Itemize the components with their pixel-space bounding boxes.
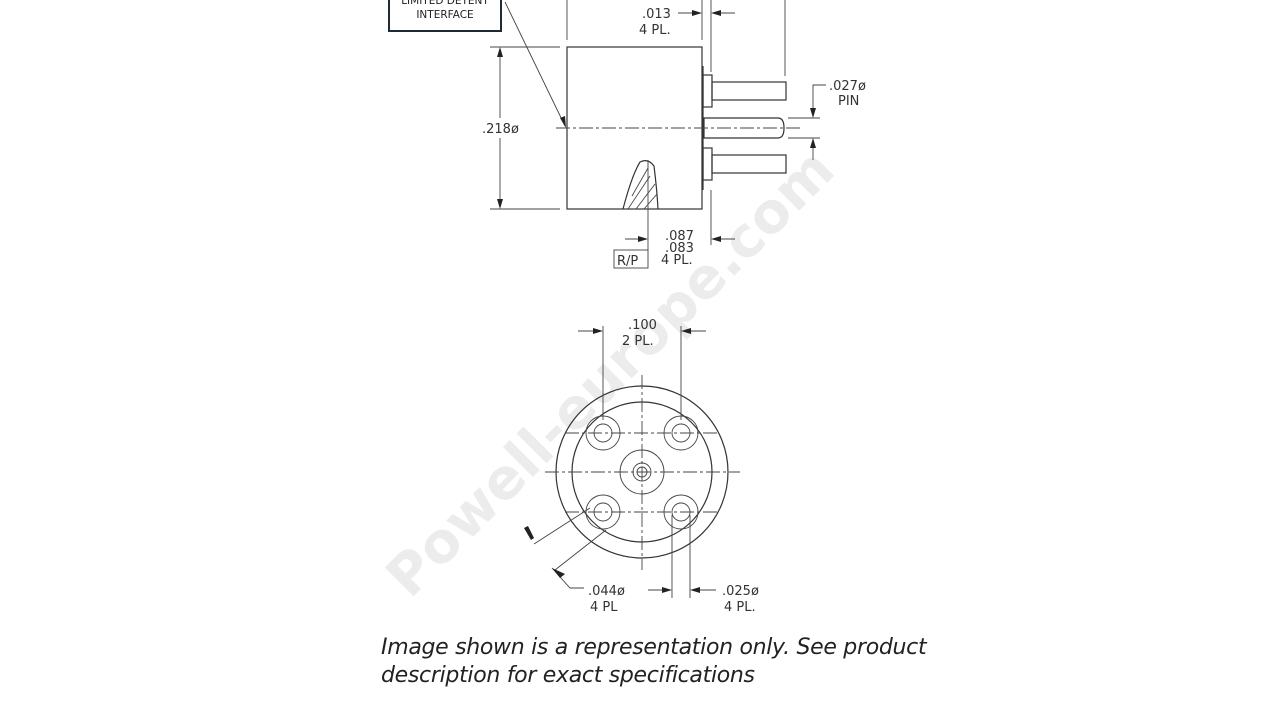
callout-line-1: LIMITED DETENT <box>401 0 489 7</box>
dim-013: .013 <box>642 7 671 22</box>
dim-083: .083 <box>665 241 694 256</box>
dim-087: .087 <box>665 229 694 244</box>
dim-025-places: 4 PL. <box>724 600 756 615</box>
dim-027-label: PIN <box>838 94 859 109</box>
dim-044-places: 4 PL <box>590 600 618 615</box>
rp-box: R/P <box>617 254 638 269</box>
side-view: .218ø .013 4 PL. .027ø PIN .087 .083 <box>482 0 866 269</box>
dim-087-places: 4 PL. <box>661 253 693 268</box>
dim-013-places: 4 PL. <box>639 23 671 38</box>
dim-044: .044ø <box>588 584 625 599</box>
callout-limited-detent-interface: LIMITED DETENT INTERFACE <box>388 0 502 32</box>
dim-218: .218ø <box>482 122 519 137</box>
watermark: Powell-europe.com <box>374 137 847 610</box>
dim-100-places: 2 PL. <box>622 334 654 349</box>
dim-027: .027ø <box>829 79 866 94</box>
end-view: .100 2 PL. .044ø 4 PL .025ø 4 PL. <box>524 318 759 615</box>
image-disclaimer-caption: Image shown is a representation only. Se… <box>381 635 927 688</box>
dim-100: .100 <box>628 318 657 333</box>
callout-line-2: INTERFACE <box>416 9 474 21</box>
dim-025: .025ø <box>722 584 759 599</box>
